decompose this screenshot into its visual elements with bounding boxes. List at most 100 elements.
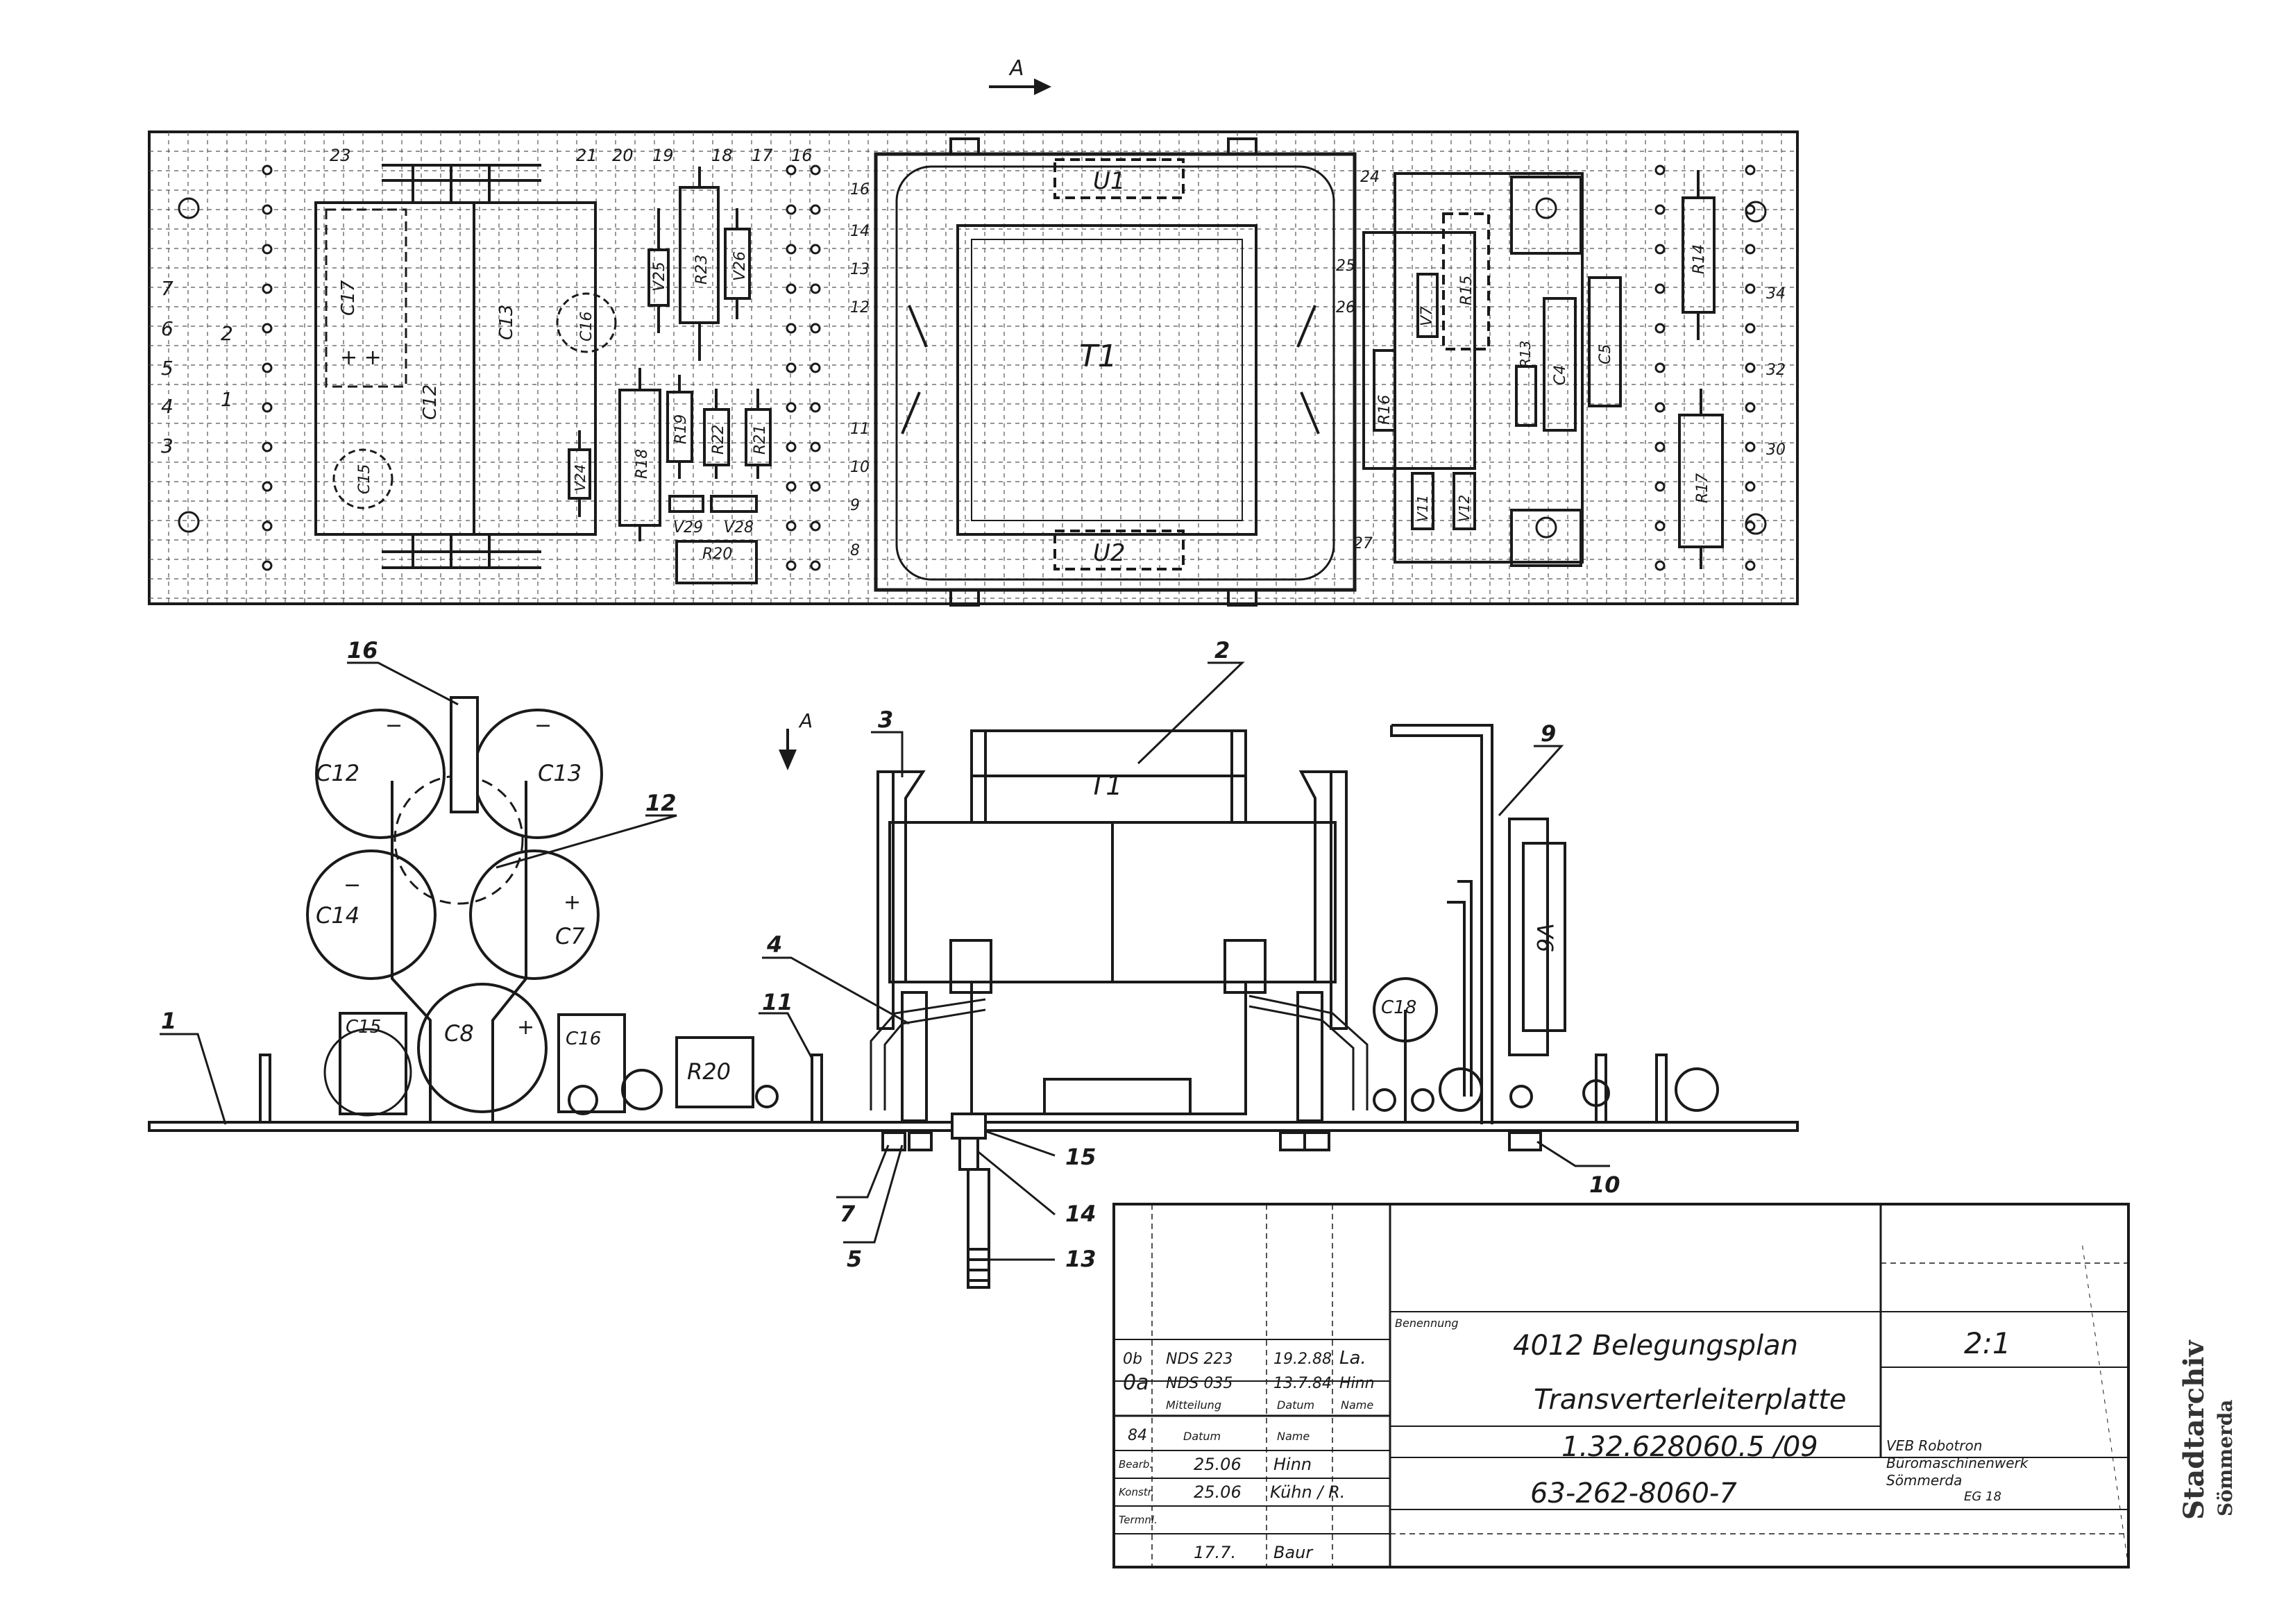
- pad: [810, 244, 821, 255]
- mounting-hole: [178, 197, 200, 219]
- callout-1: 1: [161, 1008, 176, 1034]
- c8-cap: [417, 983, 548, 1113]
- pad: [786, 283, 797, 294]
- r16-body: [1373, 349, 1396, 432]
- pad: [1745, 244, 1756, 255]
- pad: [1745, 362, 1756, 373]
- pad: [1654, 164, 1666, 176]
- u1-label: U1: [1093, 167, 1126, 195]
- svg-text:A: A: [798, 709, 813, 732]
- title-block: [1112, 1203, 2130, 1568]
- edge-number: 32: [1766, 362, 1786, 379]
- pad: [1654, 521, 1666, 532]
- pad: [786, 362, 797, 373]
- c15-body: [332, 448, 393, 509]
- row-label: 1: [221, 388, 233, 411]
- edge-number: 19: [652, 146, 674, 165]
- edge-number: 34: [1766, 285, 1786, 303]
- title-line-1: 4012 Belegungsplan: [1513, 1330, 1798, 1362]
- callout-5: 5: [847, 1246, 862, 1272]
- pin-label: 25: [1336, 257, 1355, 275]
- pad: [786, 560, 797, 571]
- pcb-pads: [262, 164, 1756, 571]
- row-label: 6: [161, 317, 173, 340]
- pad: [810, 164, 821, 176]
- pad: [810, 441, 821, 452]
- callout-16: 16: [347, 637, 378, 663]
- callout-3: 3: [878, 707, 893, 733]
- pad: [1654, 244, 1666, 255]
- r21-label: R21: [752, 425, 769, 455]
- pad: [1745, 481, 1756, 492]
- heatsink-top: [1510, 176, 1582, 255]
- pcb-top-view: A 7 6 5 4 3 2 1 23 21 20 19 18 17 16: [148, 56, 1799, 607]
- v28-label: V28: [724, 519, 754, 536]
- r20-body: [675, 540, 758, 584]
- pad: [1654, 283, 1666, 294]
- pad: [262, 521, 273, 532]
- r20-block: [675, 1036, 754, 1108]
- c16-body: [556, 292, 617, 353]
- r23-label: R23: [693, 255, 711, 285]
- r13-label: R13: [1517, 341, 1534, 368]
- pad: [262, 362, 273, 373]
- v11-body: [1411, 472, 1434, 530]
- c12-cap: [315, 709, 446, 839]
- mounting-hole: [178, 511, 200, 533]
- svg-text:−: −: [385, 713, 403, 738]
- callout-4: 4: [766, 931, 782, 958]
- pad: [1654, 560, 1666, 571]
- part-number: 63-262-8060-7: [1530, 1478, 1737, 1509]
- pad: [786, 521, 797, 532]
- u2-label: U2: [1093, 539, 1126, 567]
- c15-side-label: C15: [346, 1017, 381, 1038]
- rev-date: 13.7.84: [1273, 1375, 1332, 1392]
- pin-label: 24: [1360, 169, 1380, 186]
- rev-header-col1: Mitteilung: [1166, 1398, 1221, 1412]
- pad: [786, 323, 797, 334]
- v24-label: V24: [572, 464, 588, 491]
- svg-text:−: −: [344, 873, 361, 897]
- c17-body: [325, 208, 407, 388]
- v29-label: V29: [673, 519, 703, 536]
- row-label: 4: [161, 395, 173, 418]
- archive-stamp-line1: Stadtarchiv: [2178, 1340, 2210, 1520]
- pad: [810, 560, 821, 571]
- pin-label: 9: [850, 497, 860, 514]
- v11-label: V11: [1414, 495, 1431, 522]
- drawn-year: 84: [1128, 1427, 1147, 1444]
- heatsink-bottom: [1510, 509, 1582, 567]
- pad: [810, 204, 821, 215]
- r19-label: R19: [672, 414, 690, 444]
- pad: [262, 481, 273, 492]
- c4-body: [1543, 297, 1577, 432]
- pin-label: 12: [850, 299, 870, 316]
- pad: [786, 204, 797, 215]
- callout-12: 12: [645, 790, 677, 816]
- c13-outline: [473, 201, 597, 536]
- r20-label: R20: [702, 545, 732, 563]
- pin-label: 16: [850, 181, 870, 198]
- rev-ref: NDS 035: [1166, 1375, 1233, 1392]
- r13-body: [1515, 365, 1537, 427]
- pad: [786, 481, 797, 492]
- v28-body: [710, 495, 758, 513]
- pad: [786, 402, 797, 413]
- pin-label: 13: [850, 261, 870, 278]
- row-label: 7: [161, 277, 173, 300]
- pad: [810, 283, 821, 294]
- c16-label: C16: [578, 312, 595, 341]
- v6-body: [1508, 818, 1549, 1056]
- pin-label: 14: [850, 223, 870, 240]
- standoff-13: [967, 1168, 990, 1289]
- t1-top-outline: [874, 137, 1357, 607]
- c4-label: C4: [1552, 365, 1569, 385]
- pad: [262, 244, 273, 255]
- c15-can: [339, 1012, 407, 1115]
- edge-number: 16: [791, 146, 813, 165]
- r15-body: [1442, 212, 1490, 350]
- pad: [1745, 560, 1756, 571]
- pad: [262, 560, 273, 571]
- t1-side-label: T1: [1090, 770, 1122, 801]
